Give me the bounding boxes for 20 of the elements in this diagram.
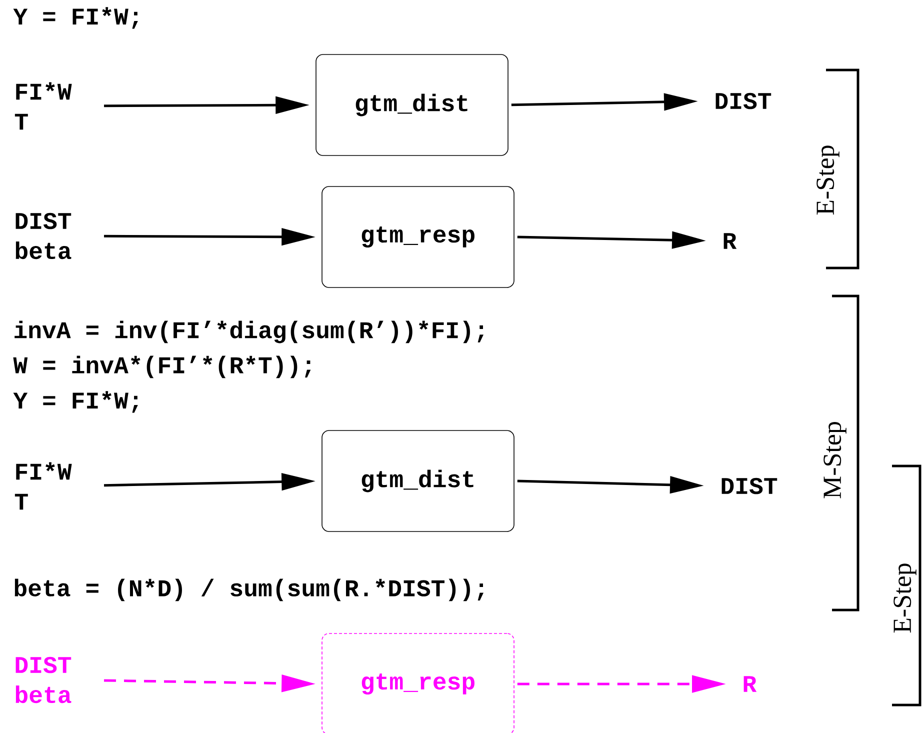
- variable-list: FI*W T: [14, 462, 72, 510]
- step-label: E-Step: [816, 146, 840, 215]
- output-variable: DIST: [716, 92, 772, 110]
- code-line: Y = FI*W;: [13, 391, 138, 413]
- code-line: beta = (N*D) / sum(sum(R.*DIST));: [14, 578, 484, 602]
- code-line: W = invA*(FI’*(R*T));: [13, 356, 311, 378]
- process-box: gtm_resp: [322, 186, 514, 288]
- variable-list: FI*W T: [14, 82, 72, 130]
- variable-list: DIST beta: [16, 212, 72, 260]
- code-line: invA = inv(FI’*diag(sum(R’))*FI);: [14, 320, 484, 344]
- process-box: gtm_resp: [322, 633, 514, 733]
- step-label: E-Step: [894, 564, 916, 633]
- code-line: Y = FI*W;: [13, 7, 138, 29]
- output-variable: R: [744, 676, 757, 692]
- output-variable: DIST: [722, 478, 778, 494]
- output-variable: R: [724, 233, 737, 249]
- process-box: gtm_dist: [322, 430, 514, 532]
- process-box: gtm_dist: [316, 54, 508, 156]
- variable-list: DIST beta: [16, 656, 72, 704]
- step-label: M-Step: [824, 422, 846, 498]
